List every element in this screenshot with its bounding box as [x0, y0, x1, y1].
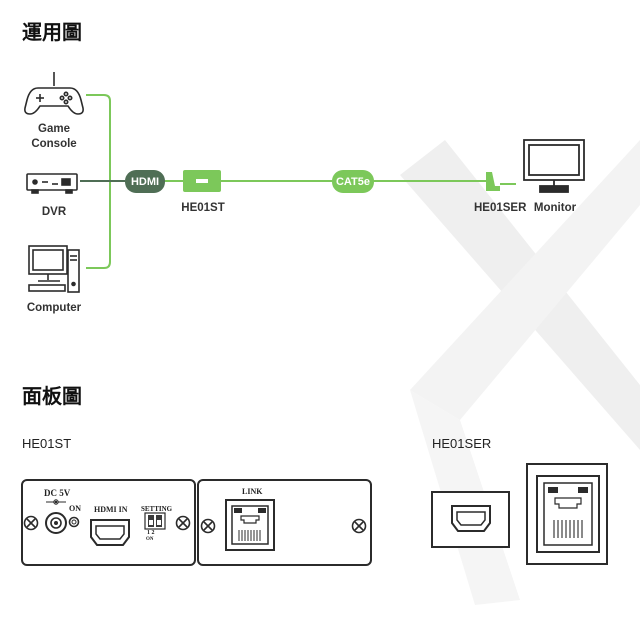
he01st-front-panel [21, 479, 196, 566]
polarity-symbol [46, 499, 66, 505]
hdmi-in-port [90, 519, 130, 546]
dvr-icon [26, 173, 78, 194]
dc-5v-label: DC 5V [44, 488, 71, 498]
he01ser-panel-title: HE01SER [432, 436, 492, 451]
game-console-label: Game Console [24, 122, 84, 152]
hdmi-in-label: HDMI IN [94, 505, 128, 514]
screw-icon [23, 515, 39, 531]
game-console-label-line2: Console [31, 138, 77, 150]
he01ser-module [486, 172, 500, 191]
screw-icon [351, 518, 367, 534]
gamepad-icon [24, 72, 84, 115]
cat5e-cable-label: CAT5e [332, 170, 374, 193]
computer-label: Computer [26, 302, 82, 314]
he01st-module [183, 170, 221, 192]
dc-power-jack [45, 512, 67, 534]
he01ser-label: HE01SER [474, 202, 527, 214]
dip-switch-on-label: ON [146, 537, 154, 542]
hdmi-cable-label: HDMI [125, 170, 165, 193]
dvr-label: DVR [41, 206, 67, 218]
rj45-port [225, 499, 275, 551]
monitor-label: Monitor [533, 202, 577, 214]
computer-icon [28, 245, 80, 293]
screw-icon [175, 515, 191, 531]
he01st-label: HE01ST [181, 202, 225, 214]
on-led-label: ON [69, 504, 81, 513]
screw-icon [200, 518, 216, 534]
rj45-port [536, 475, 600, 553]
setting-label: SETTING [141, 505, 173, 513]
dip-switch-numbers: 1 2 [147, 530, 155, 536]
on-led-indicator [68, 516, 80, 528]
game-console-label-line1: Game [38, 123, 70, 135]
he01st-panel-title: HE01ST [22, 436, 72, 451]
setting-dip-switch [144, 512, 166, 530]
hdmi-out-port [451, 505, 491, 532]
connection-lines [80, 94, 516, 269]
he01ser-rj45-panel [526, 463, 608, 565]
link-label: LINK [242, 487, 263, 496]
application-diagram-title: 運用圖 [22, 22, 82, 44]
monitor-icon [523, 139, 585, 193]
panel-diagram-title: 面板圖 [22, 386, 82, 408]
he01st-rear-panel [197, 479, 372, 566]
he01ser-hdmi-panel [431, 491, 510, 548]
